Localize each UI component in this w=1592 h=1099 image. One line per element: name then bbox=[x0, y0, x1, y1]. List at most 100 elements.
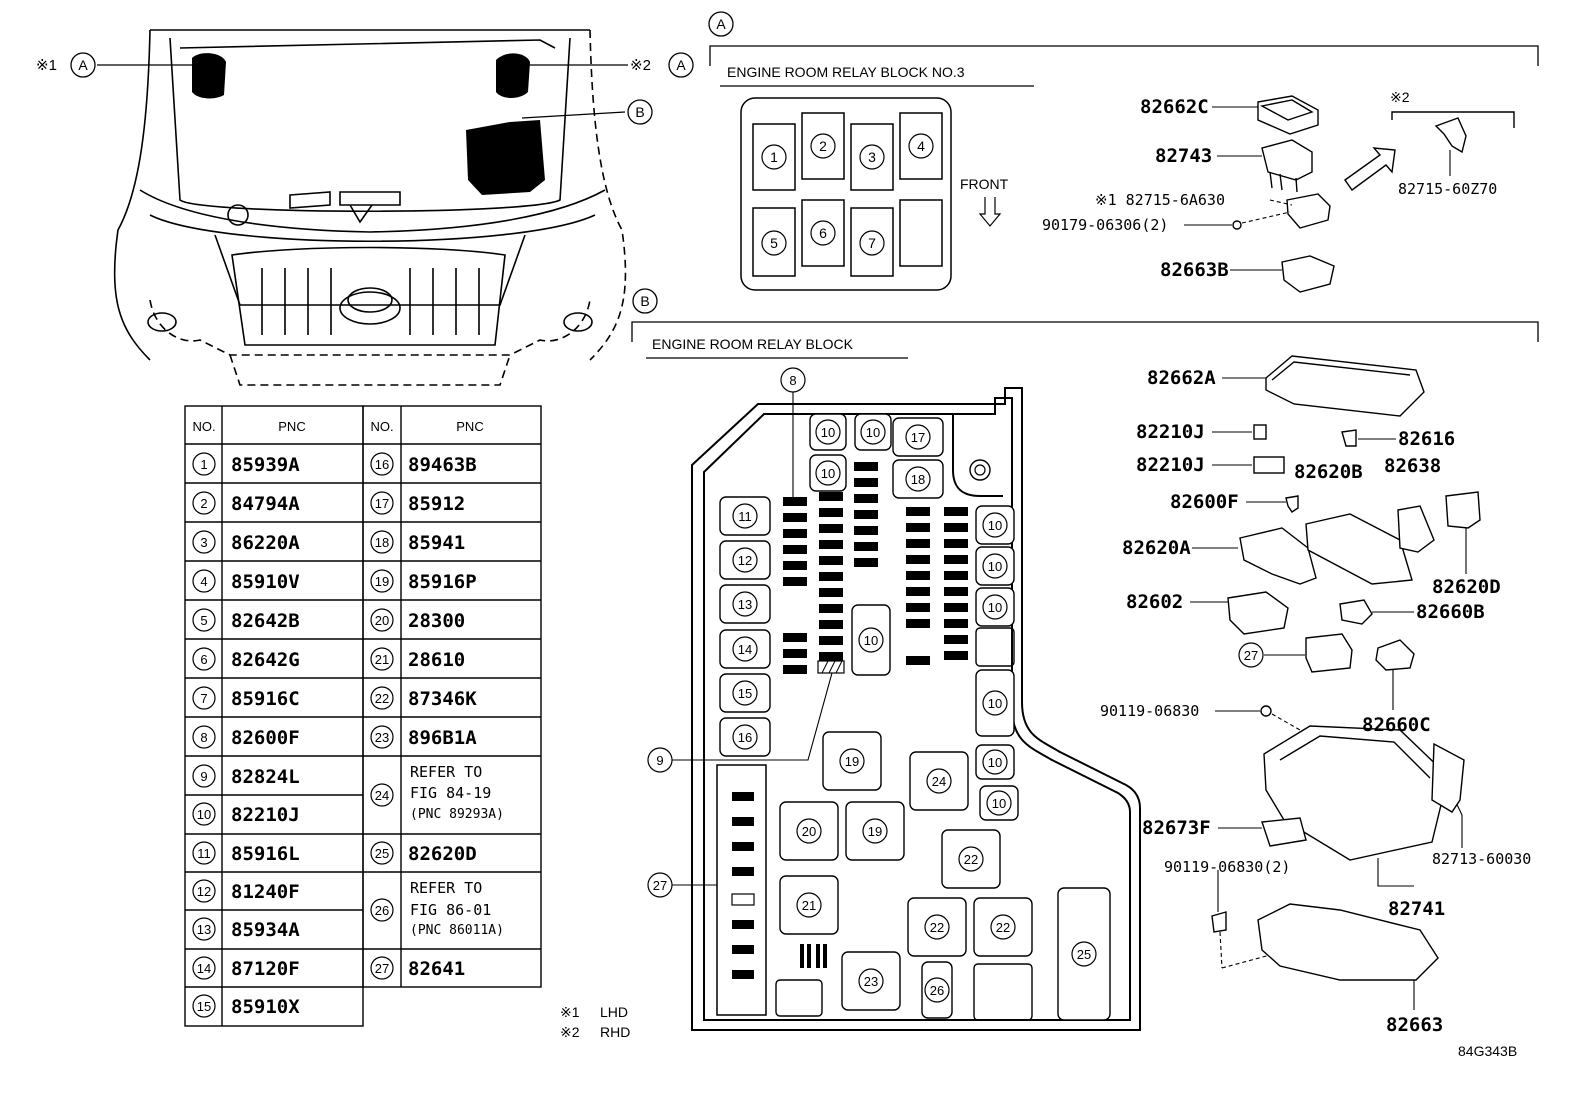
svg-text:(PNC 86011A): (PNC 86011A) bbox=[410, 923, 504, 938]
svg-text:82600F: 82600F bbox=[1170, 491, 1239, 513]
svg-text:13: 13 bbox=[738, 597, 752, 612]
fuse-slot bbox=[819, 604, 843, 613]
relay-fuse-10: 10 bbox=[979, 785, 1019, 821]
row-number-circle bbox=[192, 956, 216, 980]
figure-id: 84G343B bbox=[1458, 1043, 1517, 1059]
relay-fuse-22: 22 bbox=[973, 897, 1033, 957]
table-row: 25 82620D bbox=[370, 841, 477, 865]
row-number-circle bbox=[370, 686, 394, 710]
vehicle-front-view bbox=[113, 29, 627, 386]
fuse-slot bbox=[944, 555, 968, 564]
fuse-strip-27 bbox=[716, 764, 767, 1016]
fuse-slot bbox=[944, 619, 968, 628]
pnc-value: 85916L bbox=[231, 843, 300, 865]
row-number: 1 bbox=[200, 457, 207, 472]
fuse-slot bbox=[783, 649, 807, 658]
empty-slot bbox=[975, 627, 1015, 667]
vehicle-leaders bbox=[97, 64, 628, 119]
relay-number: 7 bbox=[868, 235, 876, 251]
fuse-slot bbox=[783, 665, 807, 674]
relay-fuse-26: 26 bbox=[921, 961, 953, 1019]
pnc-value: 84794A bbox=[231, 493, 300, 515]
svg-text:27: 27 bbox=[375, 961, 389, 976]
row-number: 6 bbox=[200, 652, 207, 667]
relay-fuse-16: 16 bbox=[719, 717, 771, 757]
svg-text:90119-06830: 90119-06830 bbox=[1100, 702, 1199, 720]
svg-text:※1 82715-6A630: ※1 82715-6A630 bbox=[1095, 191, 1225, 209]
table-row: 26 REFER TO FIG 86-01 (PNC 86011A) bbox=[370, 879, 504, 938]
relay-fuse-10: 10 bbox=[854, 413, 892, 451]
svg-text:82713-60030: 82713-60030 bbox=[1432, 850, 1531, 868]
fuse-slot bbox=[854, 494, 878, 503]
svg-text:REFER TO: REFER TO bbox=[410, 763, 482, 781]
row-number-circle bbox=[370, 725, 394, 749]
row-number: 22 bbox=[375, 691, 389, 706]
relay-fuse-20: 20 bbox=[779, 801, 839, 861]
svg-text:FIG 86-01: FIG 86-01 bbox=[410, 901, 491, 919]
section-b-bracket bbox=[631, 321, 1539, 342]
svg-text:90119-06830(2): 90119-06830(2) bbox=[1164, 858, 1290, 876]
row-number-circle bbox=[370, 530, 394, 554]
row-number: 11 bbox=[197, 846, 211, 861]
fuse-slot bbox=[783, 513, 807, 522]
pnc-value: 87346K bbox=[408, 688, 477, 710]
fuse-slot bbox=[819, 636, 843, 645]
svg-text:14: 14 bbox=[738, 642, 752, 657]
relay-fuse-10: 10 bbox=[975, 546, 1015, 586]
pnc-value: 82824L bbox=[231, 766, 300, 788]
svg-text:※2: ※2 bbox=[630, 57, 651, 74]
row-number: 9 bbox=[200, 769, 207, 784]
relay-fuse-25: 25 bbox=[1057, 887, 1111, 1021]
svg-text:82663B: 82663B bbox=[1160, 259, 1229, 281]
svg-text:82620B: 82620B bbox=[1294, 461, 1363, 483]
row-number-circle bbox=[192, 452, 216, 476]
table-row: 9 82824L bbox=[192, 764, 300, 788]
svg-text:10: 10 bbox=[988, 518, 1002, 533]
svg-text:82662C: 82662C bbox=[1140, 96, 1209, 118]
svg-text:12: 12 bbox=[738, 553, 752, 568]
row-number-circle bbox=[370, 608, 394, 632]
row-number: 4 bbox=[200, 574, 207, 589]
pnc-value: 85912 bbox=[408, 493, 465, 515]
callout-b: B bbox=[627, 99, 653, 125]
svg-text:15: 15 bbox=[738, 686, 752, 701]
svg-text:10: 10 bbox=[988, 696, 1002, 711]
svg-text:24: 24 bbox=[375, 788, 389, 803]
svg-text:25: 25 bbox=[1077, 947, 1091, 962]
svg-text:19: 19 bbox=[868, 824, 882, 839]
fuse-slots bbox=[783, 462, 968, 674]
svg-text:17: 17 bbox=[911, 430, 925, 445]
row-number-circle bbox=[192, 802, 216, 826]
svg-text:82602: 82602 bbox=[1126, 591, 1183, 613]
row-number: 5 bbox=[200, 613, 207, 628]
fuse-slot bbox=[854, 542, 878, 551]
fuse-slot bbox=[854, 510, 878, 519]
svg-text:10: 10 bbox=[988, 559, 1002, 574]
svg-text:※2: ※2 bbox=[1390, 89, 1410, 105]
callout-27: 27 bbox=[647, 872, 673, 898]
table-row: 11 85916L bbox=[192, 841, 300, 865]
svg-text:PNC: PNC bbox=[278, 419, 305, 434]
svg-text:27: 27 bbox=[653, 878, 667, 893]
row-number: 14 bbox=[197, 961, 211, 976]
row-number-circle bbox=[370, 647, 394, 671]
svg-text:82620D: 82620D bbox=[408, 843, 477, 865]
svg-text:NO.: NO. bbox=[192, 419, 215, 434]
relay-fuse-19: 19 bbox=[845, 801, 905, 861]
fuse-slot bbox=[854, 478, 878, 487]
fuse-slot bbox=[944, 571, 968, 580]
fuse-slot bbox=[819, 652, 843, 661]
row-number: 20 bbox=[375, 613, 389, 628]
